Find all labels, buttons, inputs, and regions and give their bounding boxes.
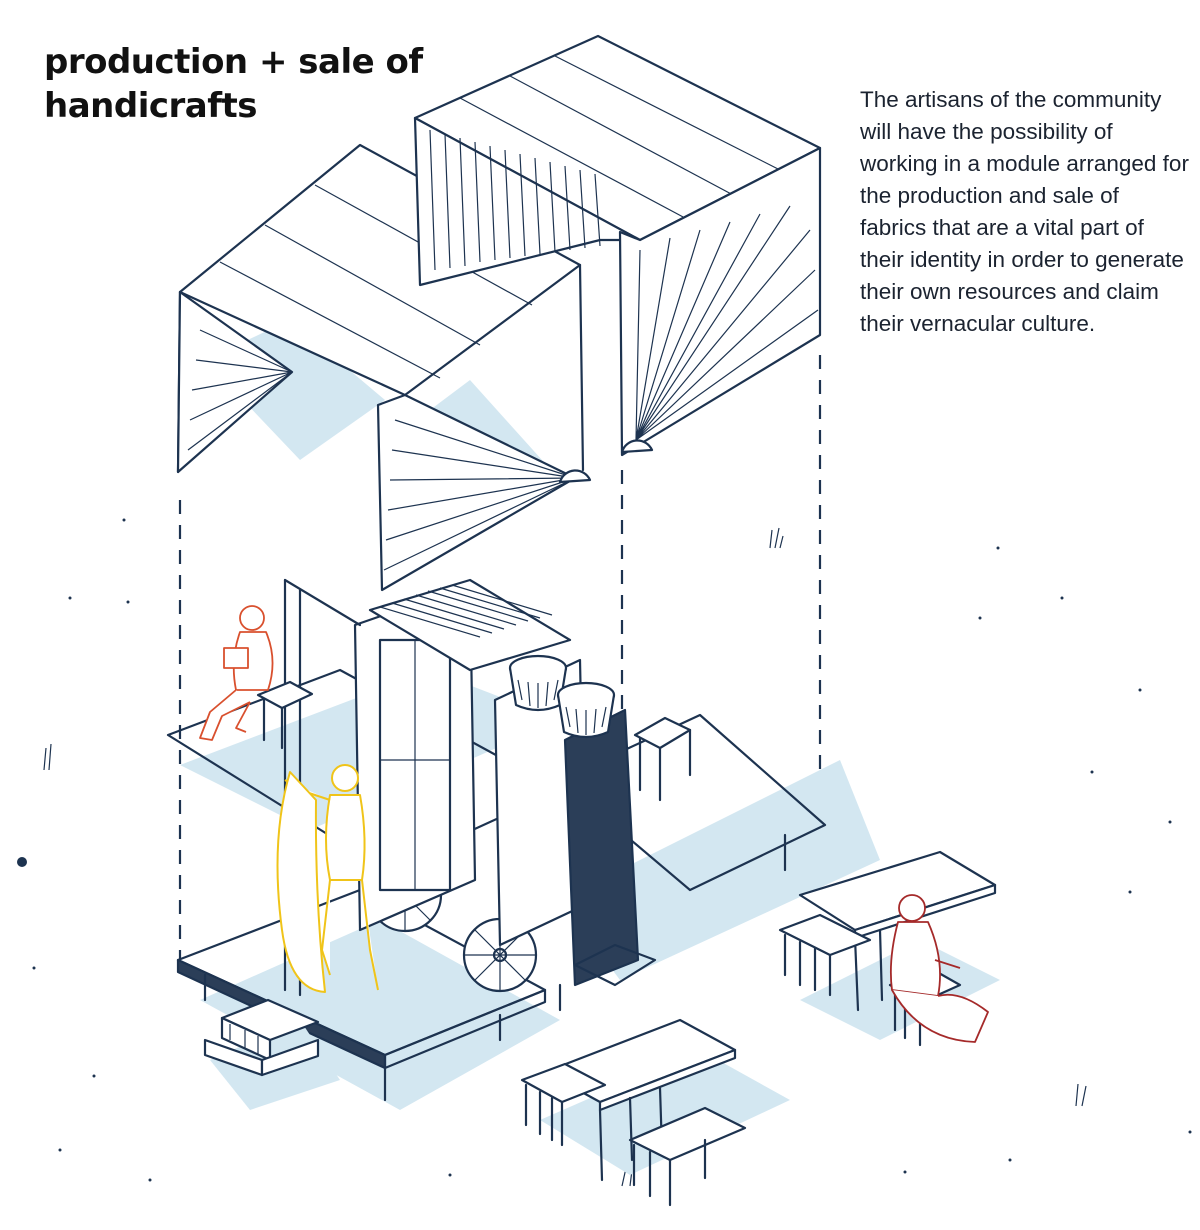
front-steps <box>203 998 340 1110</box>
dye-barrel <box>508 654 568 712</box>
table-bottom <box>520 1018 790 1207</box>
page-title: production + sale of handicrafts <box>44 42 423 126</box>
figure-standing-with-fabric <box>276 764 379 993</box>
figure-seated-reader <box>889 894 989 1043</box>
description-text: The artisans of the community will have … <box>860 87 1189 336</box>
roof-module-left <box>176 143 592 592</box>
grass-tufts <box>43 527 1087 1187</box>
dye-barrel <box>556 681 616 739</box>
roof-module-right <box>413 34 822 457</box>
ground-specks <box>17 518 1192 1182</box>
figure-seated-weaver <box>199 605 274 741</box>
